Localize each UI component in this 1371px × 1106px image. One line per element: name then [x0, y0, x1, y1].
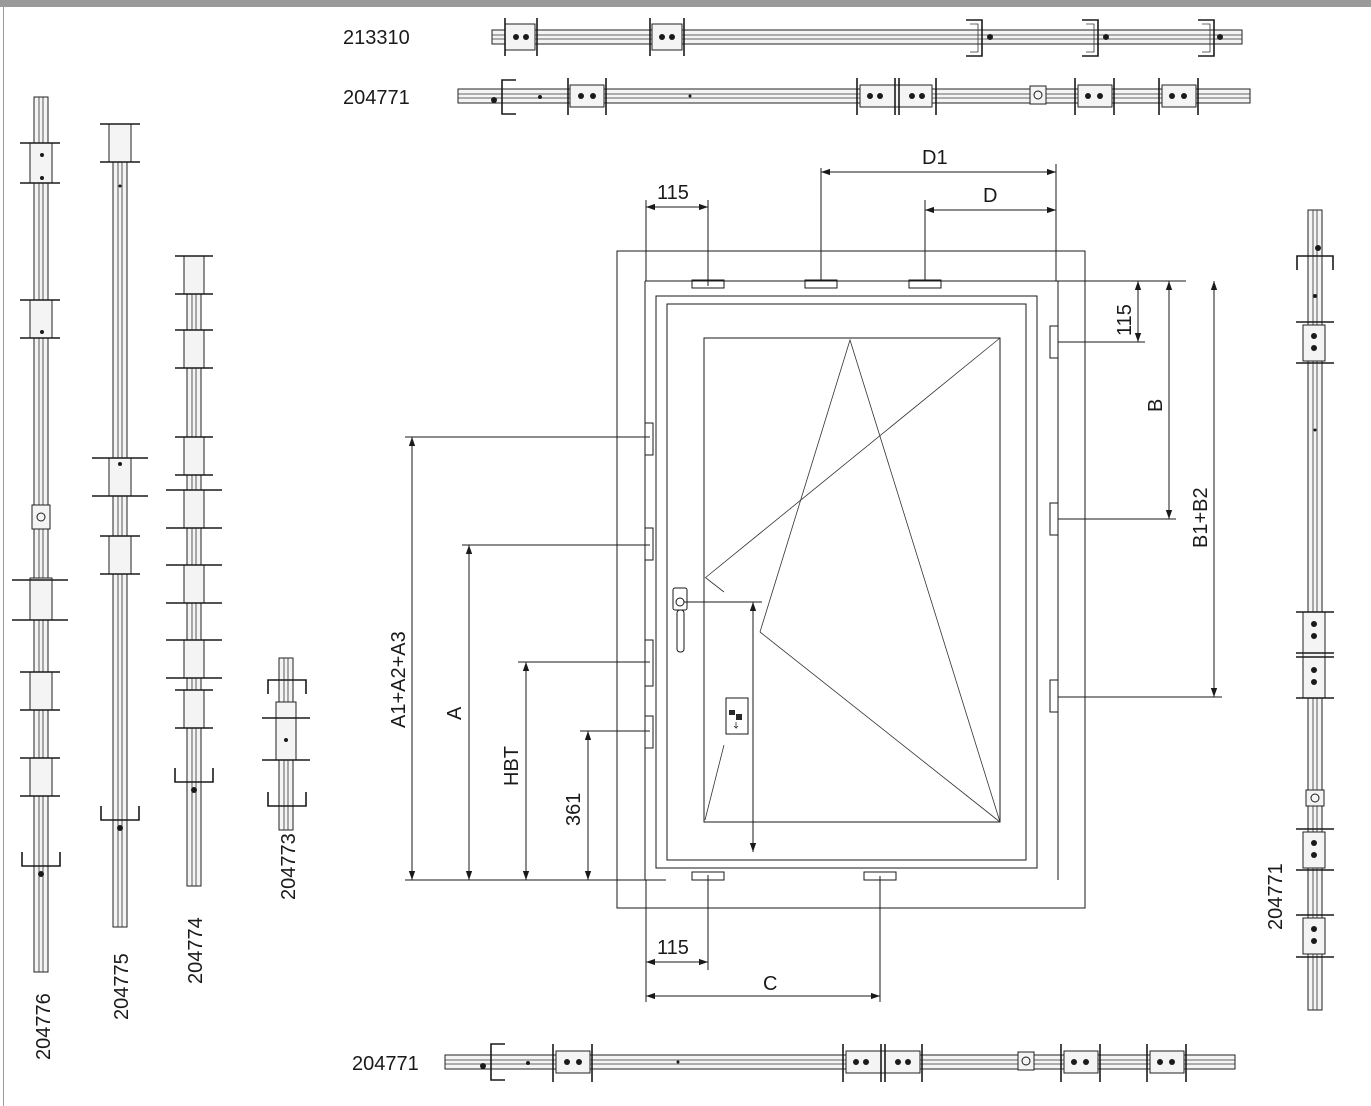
rail-213310 — [491, 18, 1243, 57]
part-label-204774: 204774 — [185, 917, 207, 984]
dimensions — [405, 164, 1222, 1002]
dim-label-115-top: 115 — [657, 182, 689, 204]
part-label-204771-right: 204771 — [1265, 863, 1287, 930]
dim-label-a: A — [444, 706, 466, 720]
dim-label-c: C — [763, 973, 777, 995]
dim-label-115-right: 115 — [1114, 304, 1136, 336]
left-border — [3, 7, 4, 1106]
window-elevation — [616, 250, 1186, 909]
dim-label-361: 361 — [563, 793, 585, 826]
rail-204771-bottom — [444, 1043, 1236, 1082]
part-label-204771-bottom: 204771 — [352, 1053, 419, 1075]
rail-204771-right — [1296, 209, 1334, 1011]
part-label-204773: 204773 — [278, 833, 300, 900]
rail-204773 — [262, 657, 310, 831]
top-border — [0, 0, 1371, 7]
part-label-204771-top: 204771 — [343, 87, 410, 109]
glass-pane — [703, 337, 1001, 823]
dim-label-d: D — [983, 185, 997, 207]
rail-204771-top — [457, 78, 1251, 115]
rail-204774 — [166, 255, 222, 887]
rail-204776 — [12, 96, 68, 973]
dim-label-a1a2a3: A1+A2+A3 — [388, 631, 410, 728]
part-label-204775: 204775 — [111, 953, 133, 1020]
dim-label-b: B — [1145, 399, 1167, 412]
label-plate — [725, 697, 749, 735]
dim-label-d1: D1 — [922, 147, 948, 169]
dim-label-115-bottom: 115 — [657, 937, 689, 959]
window-handle — [672, 587, 688, 653]
sash-outer — [655, 295, 1038, 869]
part-label-204776: 204776 — [33, 993, 55, 1060]
part-label-213310: 213310 — [343, 27, 410, 49]
outer-frame — [616, 250, 1086, 909]
dim-label-b1b2: B1+B2 — [1190, 487, 1212, 548]
rail-204775 — [92, 123, 148, 928]
dim-label-hbt: HBT — [501, 746, 523, 786]
sash-inner — [666, 303, 1027, 861]
